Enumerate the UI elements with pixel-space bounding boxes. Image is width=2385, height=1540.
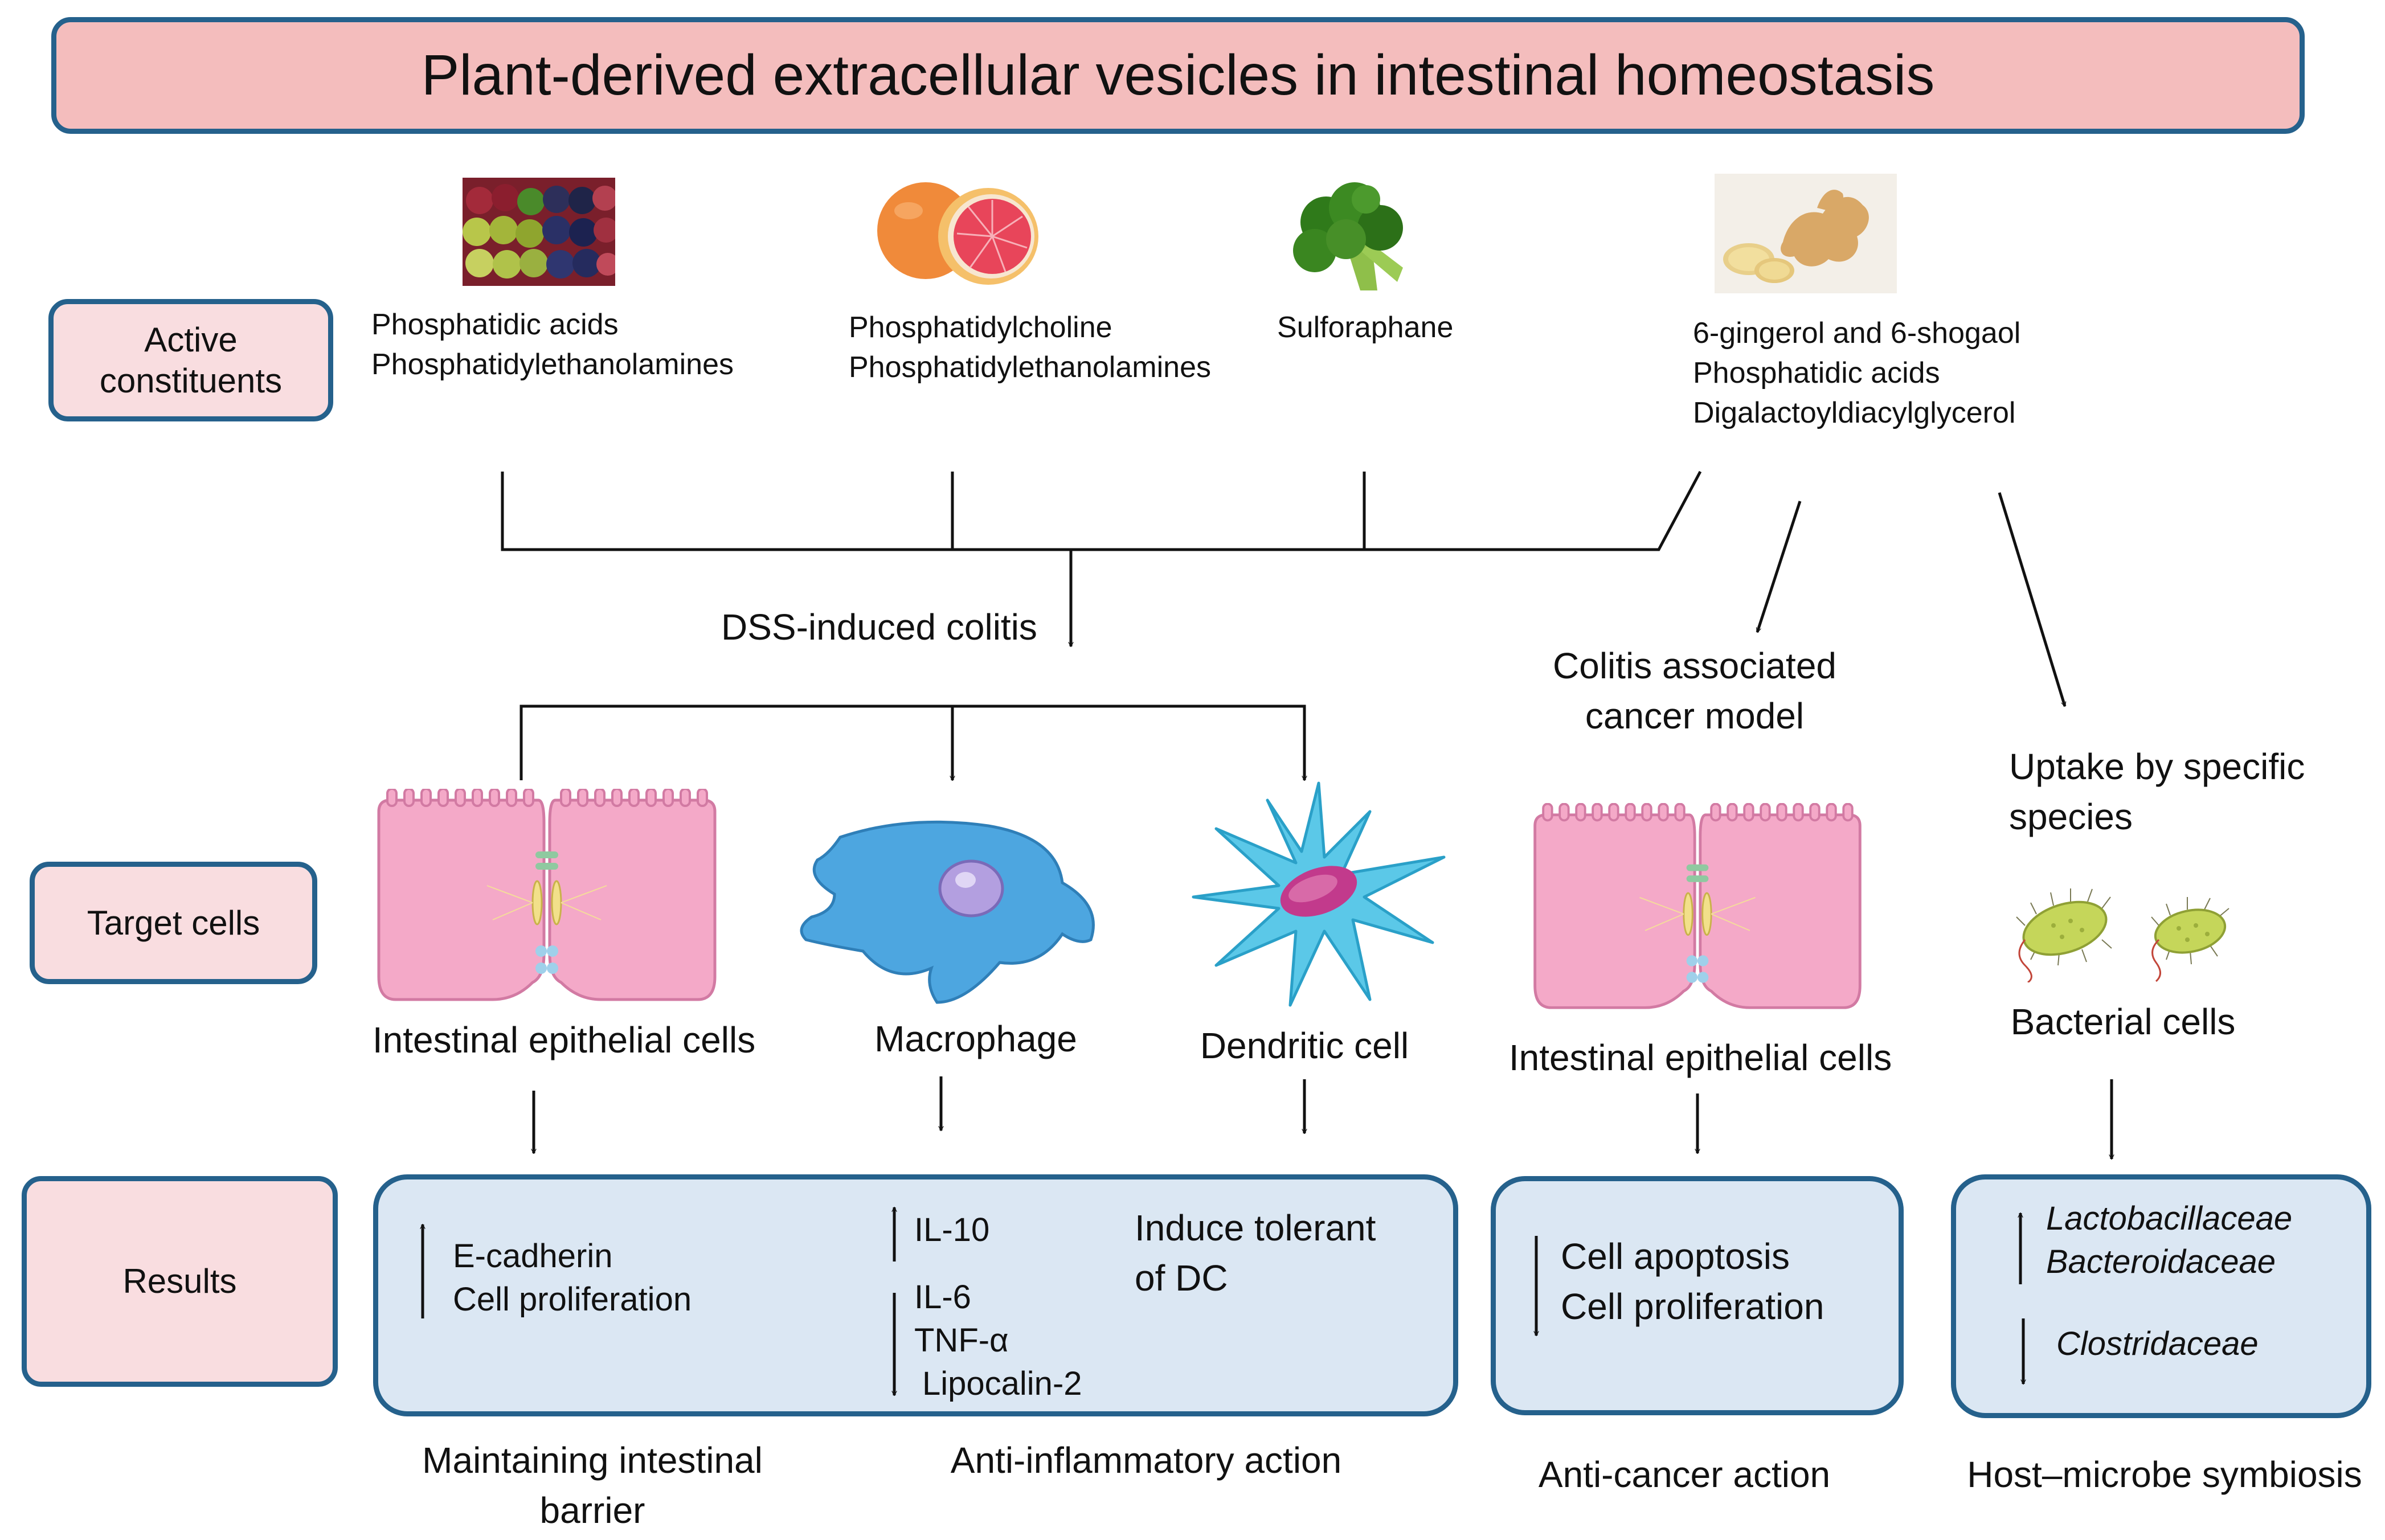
result-tolerant-line2: of DC [1135,1258,1228,1299]
label-dendritic-cell: Dendritic cell [1200,1025,1409,1066]
result-barrier: E-cadherin Cell proliferation [453,1235,692,1321]
bracket-cells [519,705,1304,780]
action-barrier-line2: barrier [539,1490,645,1531]
action-barrier: Maintaining intestinal barrier [422,1435,763,1535]
constituent-ginger-2: Phosphatidic acids [1693,357,1940,390]
constituent-grapes-1: Phosphatidic acids [371,308,619,341]
label-iec-2: Intestinal epithelial cells [1508,1037,1892,1078]
model-uptake-line1: Uptake by specific [2009,746,2305,787]
constituents-grapefruit: Phosphatidylcholine Phosphatidylethanola… [849,308,1211,387]
ginger-icon [1715,174,1897,293]
row-label-results-text: Results [122,1262,237,1300]
action-barrier-line1: Maintaining intestinal [422,1440,763,1481]
action-anti-cancer: Anti-cancer action [1538,1454,1831,1495]
arrow-to-cac [1756,501,1802,632]
row-label-active-line2: constituents [99,361,283,400]
epithelial-cells-icon-1 [377,789,717,1001]
result-tolerant-line1: Induce tolerant [1135,1207,1376,1248]
constituent-grapes-2: Phosphatidylethanolamines [371,348,734,381]
label-bacterial-cells: Bacterial cells [2010,1001,2236,1042]
grapes-icon [463,178,615,286]
constituents-ginger: 6-gingerol and 6-shogaol Phosphatidic ac… [1693,313,2020,433]
result-cell-proliferation-up: Cell proliferation [453,1281,692,1318]
constituent-ginger-3: Digalactoyldiacylglycerol [1693,396,2016,429]
label-macrophage: Macrophage [874,1018,1077,1059]
result-apoptosis: Cell apoptosis [1561,1236,1790,1277]
result-ecadherin: E-cadherin [453,1238,613,1275]
result-il10: IL-10 [914,1211,990,1248]
grapefruit-icon [877,182,1038,285]
label-iec-1: Intestinal epithelial cells [372,1019,756,1060]
arrow-to-uptake [1998,492,2065,706]
broccoli-icon [1293,182,1403,290]
result-tolerant-dc: Induce tolerant of DC [1135,1203,1376,1303]
model-uptake-line2: species [2009,796,2133,837]
result-cancer: Cell apoptosis Cell proliferation [1561,1231,1824,1332]
dendritic-cell-icon [1192,781,1446,1007]
diagram-title: Plant-derived extracellular vesicles in … [51,17,2305,134]
result-inflam-down: IL-6 TNF-α Lipocalin-2 [914,1276,1082,1406]
result-lactobacillaceae: Lactobacillaceae [2046,1200,2293,1237]
result-bacteroidaceae: Bacteroidaceae [2046,1243,2276,1280]
result-tnf: TNF-α [914,1322,1009,1359]
result-clostridaceae: Clostridaceae [2056,1325,2259,1362]
constituent-ginger-1: 6-gingerol and 6-shogaol [1693,317,2021,350]
result-bact-up: Lactobacillaceae Bacteroidaceae [2046,1197,2292,1284]
action-symbiosis: Host–microbe symbiosis [1967,1454,2362,1495]
bracket-top [501,470,1702,551]
row-label-active-line1: Active [144,320,238,359]
macrophage-icon [800,820,1095,1004]
constituents-broccoli: Sulforaphane [1277,308,1453,347]
constituent-grapefruit-1: Phosphatidylcholine [849,311,1112,344]
result-lipocalin: Lipocalin-2 [922,1365,1082,1402]
model-dss-colitis: DSS-induced colitis [721,607,1037,648]
model-uptake-species: Uptake by specific species [2009,742,2305,842]
result-cell-proliferation-down: Cell proliferation [1561,1286,1824,1327]
model-colitis-cancer: Colitis associated cancer model [1553,641,1836,741]
result-il6: IL-6 [914,1279,971,1316]
bacteria-icon [2016,888,2229,982]
result-box-dss [373,1174,1458,1416]
action-anti-inflammatory: Anti-inflammatory action [950,1440,1342,1481]
row-label-target-text: Target cells [87,903,260,942]
row-label-target-cells: Target cells [30,862,317,984]
row-label-results: Results [22,1176,338,1387]
epithelial-cells-icon-2 [1533,803,1862,1009]
diagram-title-text: Plant-derived extracellular vesicles in … [421,43,1935,107]
model-cac-line1: Colitis associated [1553,645,1836,686]
model-cac-line2: cancer model [1585,695,1805,736]
constituent-broccoli-1: Sulforaphane [1277,311,1454,344]
result-box-cancer [1491,1176,1904,1415]
constituents-grapes: Phosphatidic acids Phosphatidylethanolam… [371,305,734,384]
constituent-grapefruit-2: Phosphatidylethanolamines [849,351,1211,384]
